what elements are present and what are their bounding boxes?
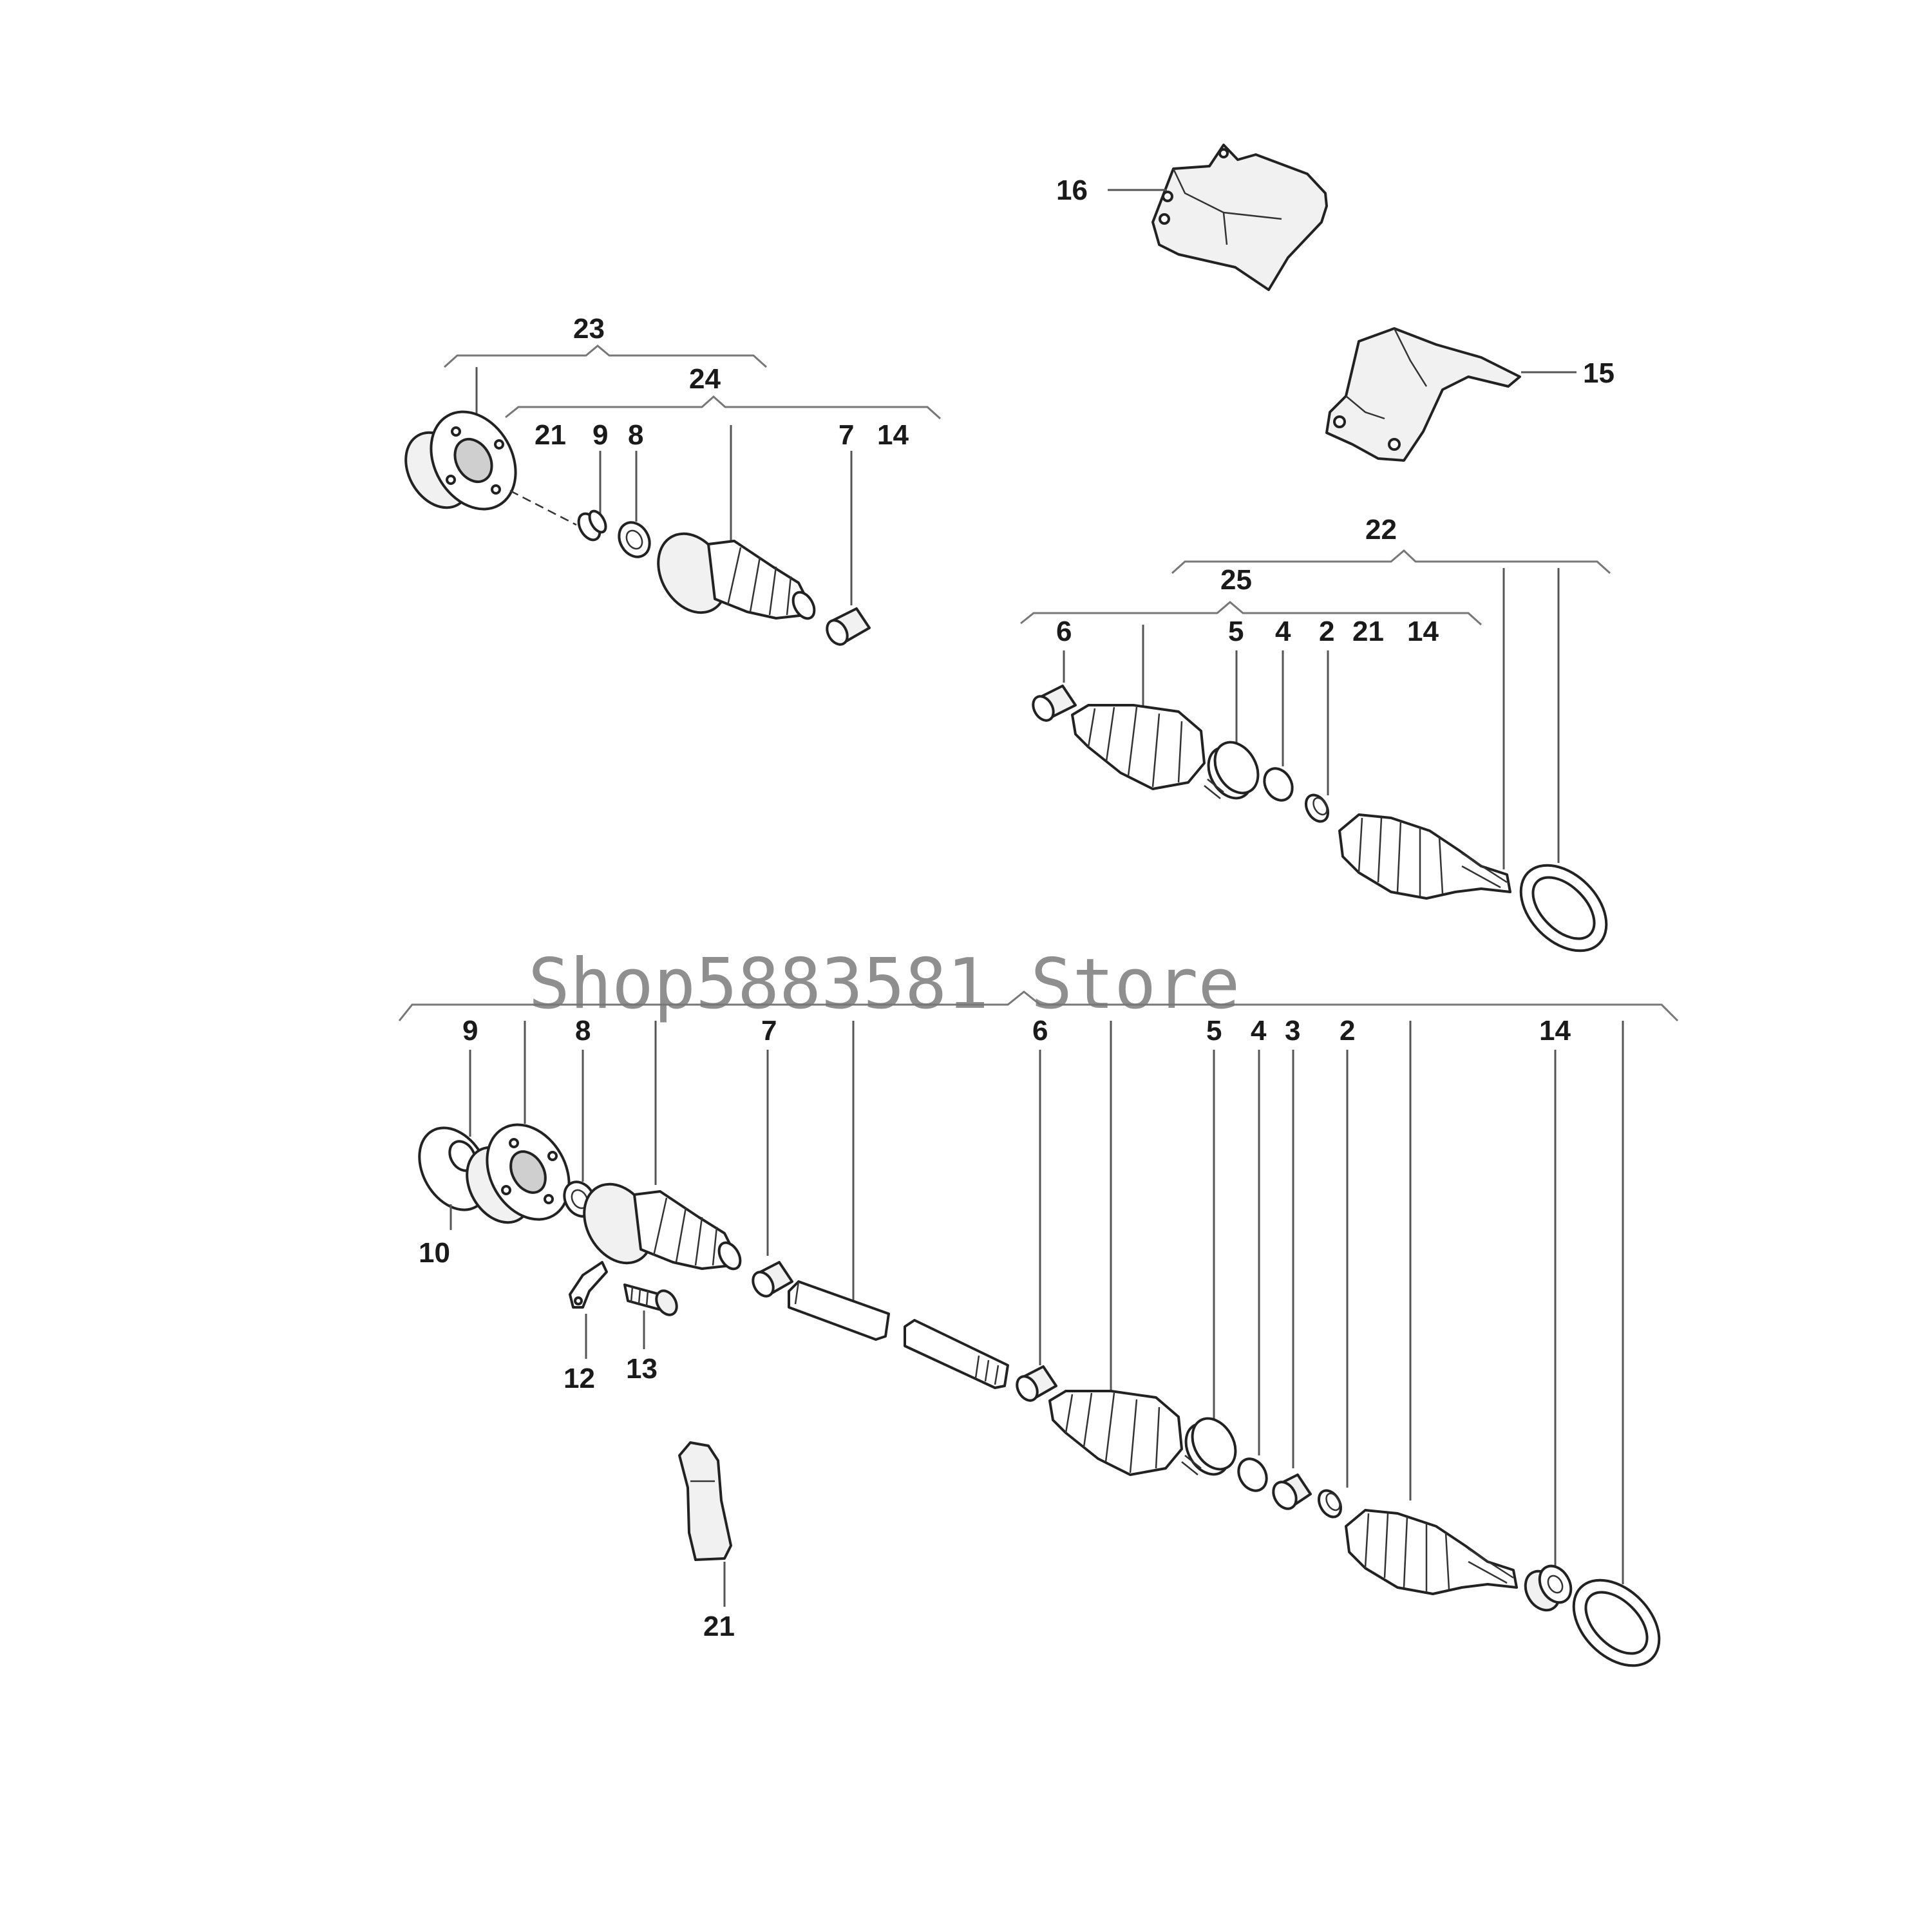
clamp-band-part-6	[1032, 685, 1077, 722]
callout-r-6: 6	[1056, 616, 1072, 647]
flange-part-b	[466, 1123, 571, 1224]
seal-ring-part-b	[1572, 1578, 1661, 1667]
callout-b-10: 10	[419, 1237, 450, 1269]
outer-cv-joint-part-b	[1345, 1509, 1518, 1595]
callout-r-14: 14	[1407, 616, 1439, 647]
washer-part-8	[618, 521, 651, 558]
callout-tl-7: 7	[838, 419, 854, 451]
clamp-band-part-6b	[1016, 1365, 1057, 1402]
callout-b-4: 4	[1251, 1015, 1267, 1046]
callout-r-4: 4	[1275, 616, 1291, 647]
outer-joint-boot-part	[1071, 704, 1206, 790]
callout-16: 16	[1056, 175, 1088, 206]
circlip-part-2	[1304, 793, 1330, 823]
heat-shield-lower-part	[1325, 327, 1521, 462]
callout-b-8: 8	[575, 1015, 591, 1046]
inner-joint-boot-part	[657, 532, 816, 620]
callout-b-2: 2	[1340, 1015, 1355, 1046]
callout-23: 23	[573, 313, 605, 345]
flange-part-23	[404, 410, 517, 511]
callout-tl-21: 21	[535, 419, 566, 451]
callout-r-2: 2	[1319, 616, 1334, 647]
callout-b-14: 14	[1539, 1015, 1571, 1046]
inner-joint-boot-part-b	[583, 1182, 742, 1271]
callout-15: 15	[1583, 357, 1615, 389]
washer-part-4	[1263, 767, 1294, 802]
callout-b-7: 7	[761, 1015, 777, 1046]
callout-b-12: 12	[564, 1363, 595, 1394]
callout-r-21: 21	[1352, 616, 1384, 647]
circlip-part-2b	[1317, 1489, 1343, 1519]
callout-tl-9: 9	[592, 419, 608, 451]
bolt-part-13	[623, 1283, 678, 1316]
callout-b-3: 3	[1285, 1015, 1300, 1046]
callout-b-9: 9	[462, 1015, 478, 1046]
clamp-part-5b	[1181, 1417, 1237, 1476]
callout-b-5: 5	[1206, 1015, 1222, 1046]
outer-cv-joint-part	[1338, 813, 1511, 900]
washer-part-4b	[1237, 1457, 1268, 1492]
shaft-part	[788, 1280, 1009, 1389]
callout-24: 24	[689, 363, 721, 395]
grease-tube-part-21	[678, 1441, 732, 1561]
locking-plate-part-12	[569, 1261, 608, 1309]
nut-part-14b	[1524, 1564, 1573, 1612]
callout-b-21: 21	[703, 1611, 735, 1642]
callout-tl-14: 14	[877, 419, 909, 451]
seal-ring-part-14	[1519, 864, 1608, 952]
callout-b-6: 6	[1032, 1015, 1048, 1046]
outer-joint-boot-part-b	[1048, 1390, 1183, 1476]
heat-shield-upper-part	[1151, 144, 1328, 291]
clamp-band-part-7	[826, 607, 871, 646]
clamp-part-5	[1204, 741, 1260, 800]
callout-25: 25	[1220, 564, 1252, 596]
callout-tl-8: 8	[628, 419, 643, 451]
circlip-part-9	[577, 509, 607, 542]
bushing-part-3	[1272, 1473, 1312, 1510]
callout-b-13: 13	[626, 1353, 658, 1385]
callout-r-5: 5	[1228, 616, 1244, 647]
clamp-band-part-7b	[752, 1261, 793, 1298]
watermark-text: Shop5883581 Store	[528, 944, 1240, 1025]
callout-22: 22	[1365, 514, 1397, 545]
